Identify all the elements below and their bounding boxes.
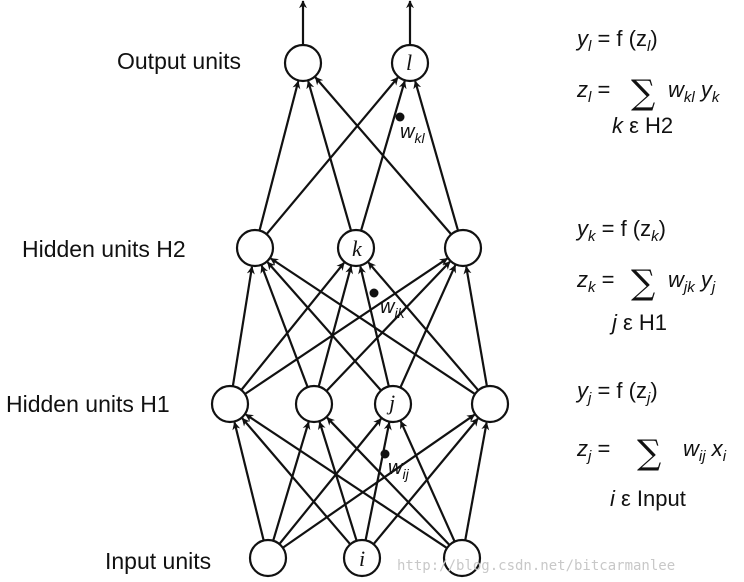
arrow-h1-node-1-to-h2-node-k — [240, 262, 345, 391]
output-node-l — [390, 43, 430, 83]
connection-arrows — [231, 0, 490, 549]
eq-h2-z-rhs: wjk yj — [668, 267, 716, 296]
weight-dot-jk — [369, 288, 379, 298]
eq-h2-z-lhs: zk = — [576, 267, 614, 296]
input-node-1 — [248, 538, 288, 578]
equation-output: yl = f (zl) zl = ∑ wkl yk k ε H2 — [575, 26, 721, 138]
h1-node-letter: j — [386, 390, 395, 415]
h1-node-4 — [470, 384, 510, 424]
network-nodes — [210, 43, 510, 578]
eq-h1-z-lhs: zj = — [576, 436, 610, 465]
watermark-text: http://blog.csdn.net/bitcarmanlee — [397, 558, 675, 574]
weight-label-ij: wij — [388, 457, 410, 482]
h2-node-letter: k — [352, 236, 363, 261]
arrow-input-node-i-to-h1-node-1 — [241, 417, 352, 546]
arrow-input-node-3-to-h1-node-1 — [245, 413, 448, 549]
eq-output-index: k ε H2 — [612, 113, 673, 138]
arrow-h1-node-2-to-h2-node-3 — [325, 260, 451, 392]
eq-h1-z-rhs: wij xi — [683, 436, 727, 465]
arrow-h1-node-2-to-h2-node-k — [317, 265, 354, 387]
equation-h1: yj = f (zj) zj = ∑ wij xi i ε Input — [575, 378, 727, 511]
eq-h1-index: i ε Input — [610, 486, 686, 511]
arrow-input-node-1-to-h1-node-j — [278, 418, 382, 545]
arrow-input-node-i-to-h1-node-4 — [372, 417, 479, 545]
eq-h2-index: j ε H1 — [609, 310, 667, 335]
arrow-input-node-i-to-h1-node-j — [364, 421, 392, 541]
hidden-units-h1-label: Hidden units H1 — [6, 391, 170, 417]
arrow-input-node-1-to-h1-node-1 — [232, 421, 265, 541]
arrow-h2-node-3-to-output-node-1 — [314, 76, 453, 236]
arrow-input-node-3-to-h1-node-j — [399, 420, 456, 543]
arrow-h2-node-3-to-output-node-l — [413, 80, 460, 231]
h2-node-k — [336, 228, 376, 268]
weight-label-kl: wkl — [400, 121, 425, 146]
arrow-h2-node-1-to-output-node-l — [265, 76, 399, 235]
sigma-h1: ∑ — [637, 433, 661, 473]
eq-output-y: yl = f (zl) — [575, 26, 658, 55]
output-node-letter: l — [406, 50, 412, 75]
sigma-output: ∑ — [631, 73, 655, 113]
arrow-h1-node-4-to-h2-node-3 — [463, 265, 489, 387]
equation-h2: yk = f (zk) zk = ∑ wjk yj j ε H1 — [575, 216, 716, 335]
eq-output-z-rhs: wkl yk — [668, 77, 721, 106]
input-units-label: Input units — [105, 548, 211, 574]
h2-node-1 — [235, 228, 275, 268]
output-units-label: Output units — [117, 48, 241, 74]
weight-dot-ij — [380, 449, 390, 459]
arrow-input-node-3-to-h1-node-2 — [326, 416, 451, 546]
arrow-input-node-3-to-h1-node-4 — [464, 421, 490, 541]
arrow-h2-node-k-to-output-node-1 — [306, 80, 353, 231]
arrow-h1-node-1-to-h2-node-1 — [231, 265, 255, 387]
h1-node-1 — [210, 384, 250, 424]
arrow-h1-node-2-to-h2-node-1 — [260, 265, 309, 388]
eq-h1-y: yj = f (zj) — [575, 378, 658, 407]
arrow-input-node-i-to-h1-node-2 — [317, 421, 358, 542]
input-node-letter: i — [359, 546, 365, 571]
sigma-h2: ∑ — [631, 263, 655, 303]
arrow-h1-node-j-to-h2-node-3 — [399, 264, 457, 389]
arrow-h1-node-4-to-h2-node-1 — [270, 257, 476, 395]
arrow-input-node-1-to-h1-node-2 — [272, 421, 311, 542]
h2-node-3 — [443, 228, 483, 268]
hidden-units-h2-label: Hidden units H2 — [22, 236, 186, 262]
h1-node-j — [373, 384, 413, 424]
input-node-3 — [442, 538, 482, 578]
arrow-h1-node-j-to-h2-node-1 — [266, 261, 382, 392]
arrow-h1-node-4-to-h2-node-k — [367, 261, 480, 392]
h1-node-2 — [294, 384, 334, 424]
eq-output-z-lhs: zl = — [576, 77, 610, 106]
arrow-input-node-1-to-h1-node-4 — [282, 413, 476, 549]
weight-label-jk: wjk — [380, 296, 406, 321]
eq-h2-y: yk = f (zk) — [575, 216, 666, 245]
input-node-i — [342, 538, 382, 578]
arrow-h2-node-1-to-output-node-1 — [258, 80, 301, 231]
arrow-h1-node-1-to-h2-node-3 — [244, 257, 448, 395]
output-node-1 — [283, 43, 323, 83]
weight-dot-kl — [395, 112, 405, 122]
